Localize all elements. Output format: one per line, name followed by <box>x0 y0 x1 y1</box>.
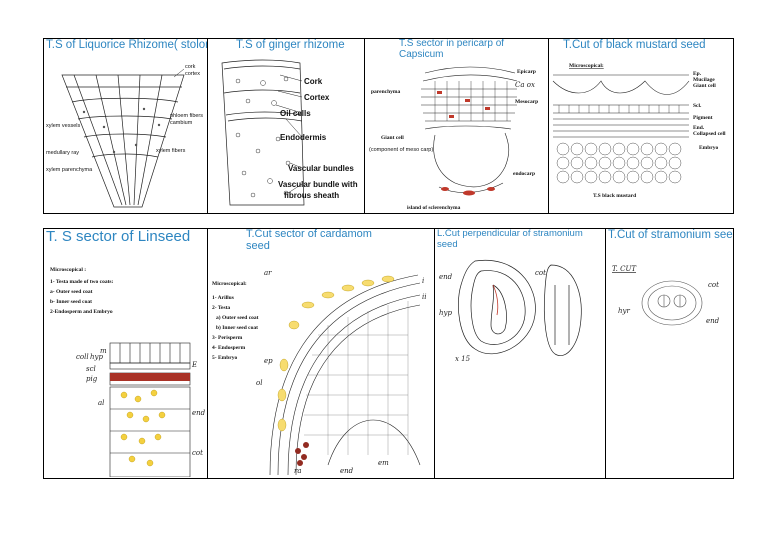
label-endodermis: Endodermis <box>280 133 327 142</box>
label-cot: cot <box>535 269 546 277</box>
liquorice-diagram: cork cortex phloem fibers cambium xylem … <box>44 57 208 213</box>
stramonium-lcut-diagram: end hyp cot x 15 <box>435 255 606 365</box>
note-microscopical: Microscopical: <box>212 281 247 287</box>
label-island-of-sclerenchyma: island of sclerenchyma <box>407 205 461 211</box>
label-ol: ol <box>256 379 262 387</box>
label-embryo: Embryo <box>699 145 719 151</box>
cell-stramonium-lcut: L.Cut perpendicular of stramonium seed e… <box>434 228 606 479</box>
label-x15: x 15 <box>455 355 471 363</box>
label-cortex: Cortex <box>304 93 330 102</box>
label-oil-cells: Oil cells <box>280 109 311 118</box>
label-em: em <box>378 459 389 467</box>
label-vascular-bundles: Vascular bundles <box>288 164 354 173</box>
label-medullary-ray: medullary ray <box>46 150 79 156</box>
label-cot: cot <box>708 281 719 289</box>
cell-black-mustard: T.Cut of black mustard seed Microscopica… <box>548 38 734 214</box>
cell-stramonium-tcut: T.Cut of stramonium seed T. CUT hyr cot … <box>605 228 734 479</box>
label-cot: cot <box>192 449 203 457</box>
label-mesocarp: Mesocarp <box>515 99 538 105</box>
label-scl: Scl. <box>693 103 702 109</box>
cell-cardamom: T.Cut sector of cardamom seed Microscopi… <box>207 228 435 479</box>
cell-title-line2: seed <box>437 240 458 250</box>
label-e: E <box>191 361 197 369</box>
ginger-diagram: Cork Cortex Oil cells Endodermis Vascula… <box>208 55 365 213</box>
mustard-diagram: Microscopical: Ep. Mucilage Giant cell S… <box>549 57 734 213</box>
label-ar: ar <box>264 269 272 277</box>
label-al: al <box>98 399 104 407</box>
label-parenchyma: parenchyma <box>371 89 400 95</box>
cell-title: T. S sector of Linseed <box>46 229 190 245</box>
note-endosperm: 4- Endosperm <box>212 345 246 351</box>
label-ca-ox: Ca ox <box>515 81 535 89</box>
label-fibrous-sheath: fibrous sheath <box>284 191 339 200</box>
label-hyp: hyp <box>439 309 452 317</box>
cell-title: T.Cut of stramonium seed <box>608 229 734 241</box>
note-endosperm-embryo: 2-Endosperm and Embryo <box>50 309 113 315</box>
label-epicarp: Epicarp <box>517 69 536 75</box>
capsicum-diagram: Epicarp Ca ox parenchyma Mesocarp Giant … <box>365 63 549 214</box>
note-microscopical: Microscopical : <box>50 267 86 273</box>
label-xylem-fibers: xylem fibers <box>156 148 186 154</box>
label-end: end <box>340 467 354 475</box>
cell-title: T.Cut of black mustard seed <box>563 39 706 51</box>
cell-title-line2: seed <box>246 241 270 253</box>
label-pigment: Pigment <box>693 115 713 121</box>
label-cambium: cambium <box>170 120 193 126</box>
label-giant-cell: Giant cell <box>693 83 716 89</box>
note-arillus: 1- Arillus <box>212 295 234 301</box>
label-ts-black-mustard: T.S black mustard <box>593 193 636 199</box>
label-end: end <box>439 273 453 281</box>
note-outer-coat: a- Outer seed coat <box>50 289 93 295</box>
cell-capsicum: T.S sector in pericarp of Capsicum Epica… <box>364 38 549 214</box>
label-ra: ra <box>294 467 302 475</box>
label-i: i <box>422 277 424 285</box>
note-inner-seed-coat: b) Inner seed coat <box>216 324 258 331</box>
note-inner-coat: b- Inner seed coat <box>50 299 92 305</box>
label-collapsed-cell: Collapsed cell <box>693 131 726 137</box>
label-microscopical: Microscopical: <box>569 63 604 69</box>
cell-title: T.S of ginger rhizome <box>236 39 345 51</box>
label-ep: ep <box>264 357 273 365</box>
note-testa: 2- Testa <box>212 305 230 311</box>
label-xylem-parenchyma: xylem parenchyma <box>46 167 93 173</box>
label-pig: pig <box>86 375 98 383</box>
label-m: m <box>100 347 107 355</box>
label-vascular-bundle-with: Vascular bundle with <box>278 180 358 189</box>
cell-title-line1: T.Cut sector of cardamom <box>246 229 372 241</box>
cell-title-line2: Capsicum <box>399 50 443 61</box>
cardamom-diagram: Microscopical: 1- Arillus 2- Testa a) Ou… <box>208 255 435 479</box>
cell-linseed: T. S sector of Linseed Microscopical : 1… <box>43 228 208 479</box>
label-t-cut: T. CUT <box>612 265 637 273</box>
label-xylem-vessels: xylem vessels <box>46 123 80 129</box>
note-embryo: 5- Embryo <box>212 355 237 361</box>
label-phloem-fibers: phloem fibers <box>170 113 203 119</box>
label-ii: ii <box>422 293 426 301</box>
linseed-diagram: Microscopical : 1- Testa made of two coa… <box>46 259 206 477</box>
label-endocarp: endocarp <box>513 171 535 177</box>
label-cortex: cortex <box>185 71 200 77</box>
cell-liquorice: T.S of Liquorice Rhizome( stolons ) cork… <box>43 38 208 214</box>
label-component-of-mesocarp: (component of meso carp) <box>369 147 433 153</box>
note-testa: 1- Testa made of two coats: <box>50 279 114 285</box>
cell-title: T.S of Liquorice Rhizome( stolons ) <box>46 39 208 51</box>
cell-title-line1: L.Cut perpendicular of stramonium <box>437 229 583 239</box>
note-outer-seed-coat: a) Outer seed coat <box>216 314 259 321</box>
cell-title-line1: T.S sector in pericarp of <box>399 39 504 50</box>
note-perisperm: 3- Perisperm <box>212 335 243 341</box>
label-coll: coll <box>76 353 89 361</box>
label-end: end <box>706 317 720 325</box>
label-scl: scl <box>86 365 96 373</box>
label-cork: Cork <box>304 77 323 86</box>
label-cork: cork <box>185 64 196 70</box>
stramonium-tcut-diagram: T. CUT hyr cot end <box>606 251 734 347</box>
label-giant-cell: Giant cell <box>381 135 404 141</box>
cell-ginger: T.S of ginger rhizome Cork <box>207 38 365 214</box>
label-end: end <box>192 409 206 417</box>
label-hyr: hyr <box>618 307 630 315</box>
